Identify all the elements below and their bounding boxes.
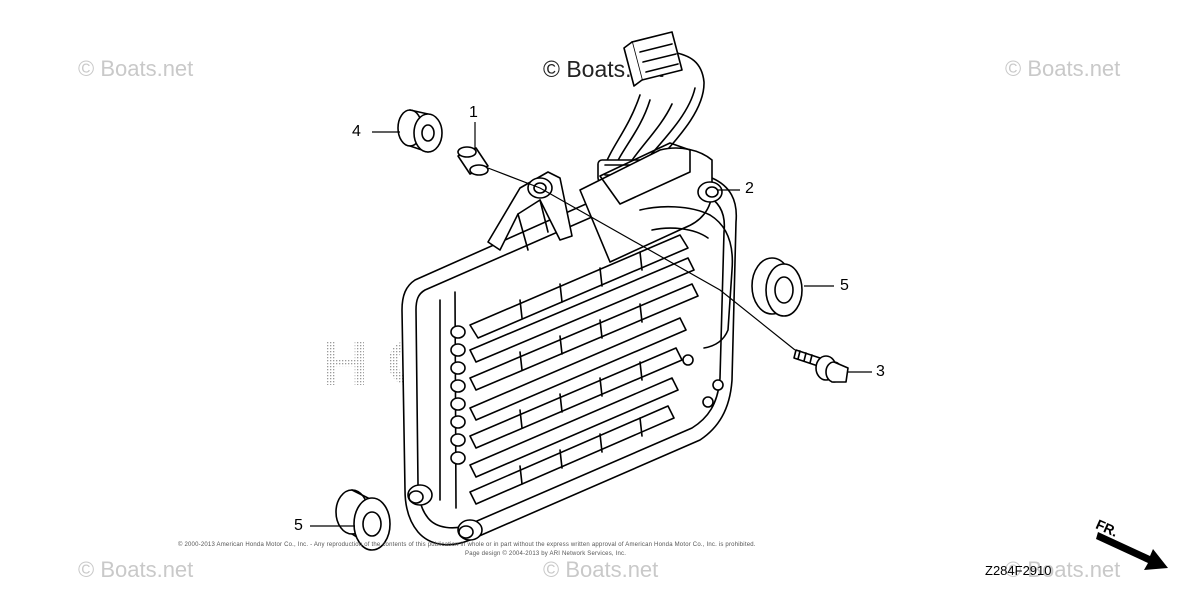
- callout-part-5-left: 5: [294, 517, 303, 534]
- part-3-bolt: [793, 349, 849, 383]
- leader-part-3: [487, 167, 796, 351]
- leader-lines: [310, 122, 872, 527]
- watermark-top-right: © Boats.net: [1005, 56, 1121, 81]
- page-design-notice: Page design © 2004-2013 by ARI Network S…: [465, 551, 627, 557]
- callout-part-4: 4: [352, 123, 361, 140]
- regulator-housing: [401, 142, 738, 546]
- housing-side-bumps: [450, 325, 466, 465]
- callout-part-3: 3: [876, 363, 885, 380]
- part-1-collar: [457, 146, 489, 176]
- cooling-fins: [469, 234, 699, 505]
- diagram-code: Z284F2910: [985, 563, 1052, 578]
- callout-part-1: 1: [469, 104, 478, 121]
- copyright-notice: © 2000-2013 American Honda Motor Co., In…: [178, 542, 756, 548]
- front-direction-arrow: [1096, 532, 1168, 570]
- watermark-bottom-left: © Boats.net: [78, 557, 194, 582]
- watermark-top-left: © Boats.net: [78, 56, 194, 81]
- part-5-grommet-right: [751, 257, 803, 317]
- part-4-grommet: [397, 109, 443, 153]
- wire-connector: [623, 31, 683, 87]
- callout-part-5-right: 5: [840, 277, 849, 294]
- watermark-bottom-right: © Boats.net: [1005, 557, 1121, 582]
- part-5-grommet-left: [335, 489, 391, 551]
- callout-part-2: 2: [745, 180, 754, 197]
- watermark-bottom-center: © Boats.net: [543, 557, 659, 582]
